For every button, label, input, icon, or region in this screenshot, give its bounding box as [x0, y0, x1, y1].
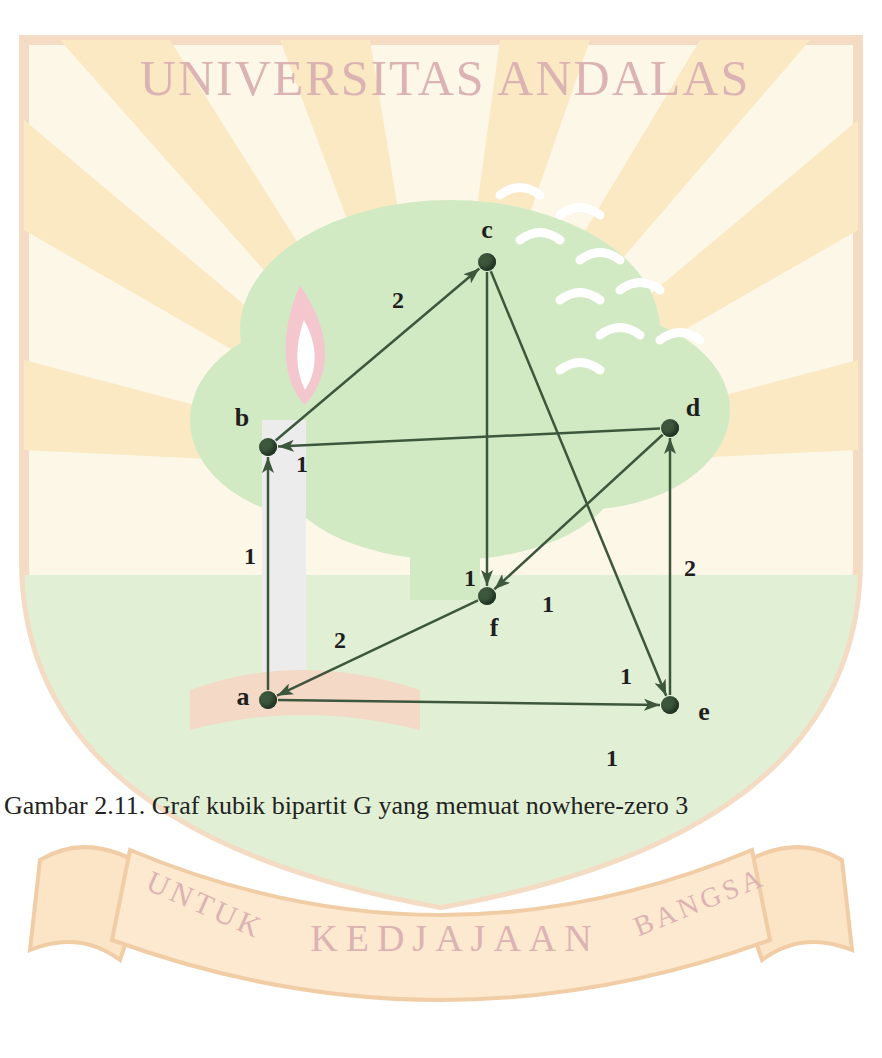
directed-edge — [278, 700, 660, 705]
graph-vertex: c — [478, 253, 496, 271]
watermark-text: KEDJAJAAN — [310, 919, 599, 957]
graph-vertex: e — [661, 696, 679, 714]
flow-value: 1 — [620, 664, 632, 688]
flow-value: 1 — [464, 566, 476, 590]
graph-vertex: b — [259, 438, 277, 456]
directed-edge — [267, 457, 270, 690]
directed-edge — [669, 438, 672, 695]
flow-value: 1 — [606, 746, 618, 770]
watermark-text: BANGSA — [630, 863, 769, 941]
directed-edge — [494, 435, 662, 589]
flow-value: 1 — [244, 544, 256, 568]
flow-value: 1 — [542, 592, 554, 616]
graph-vertex: d — [661, 419, 679, 437]
graph-vertex: f — [478, 587, 496, 605]
flow-value: 2 — [684, 556, 696, 580]
directed-edge — [276, 268, 480, 440]
flow-value: 2 — [334, 628, 346, 652]
graph-vertex: a — [259, 691, 277, 709]
directed-edge — [277, 600, 478, 695]
vertex-label: e — [698, 699, 710, 725]
vertex-label: b — [235, 405, 249, 431]
vertex-label: f — [490, 615, 499, 641]
flow-value: 1 — [296, 452, 308, 476]
flow-value: 2 — [392, 288, 404, 312]
directed-edge — [278, 428, 660, 446]
directed-edge — [491, 271, 666, 696]
vertex-label: c — [481, 217, 493, 243]
watermark-text: UNIVERSITAS ANDALAS — [140, 53, 750, 103]
vertex-label: d — [686, 395, 700, 421]
watermark-text: UNTUK — [142, 866, 268, 944]
figure-caption: Gambar 2.11. Graf kubik bipartit G yang … — [4, 790, 688, 821]
vertex-label: a — [237, 684, 250, 710]
directed-edge — [486, 272, 489, 586]
